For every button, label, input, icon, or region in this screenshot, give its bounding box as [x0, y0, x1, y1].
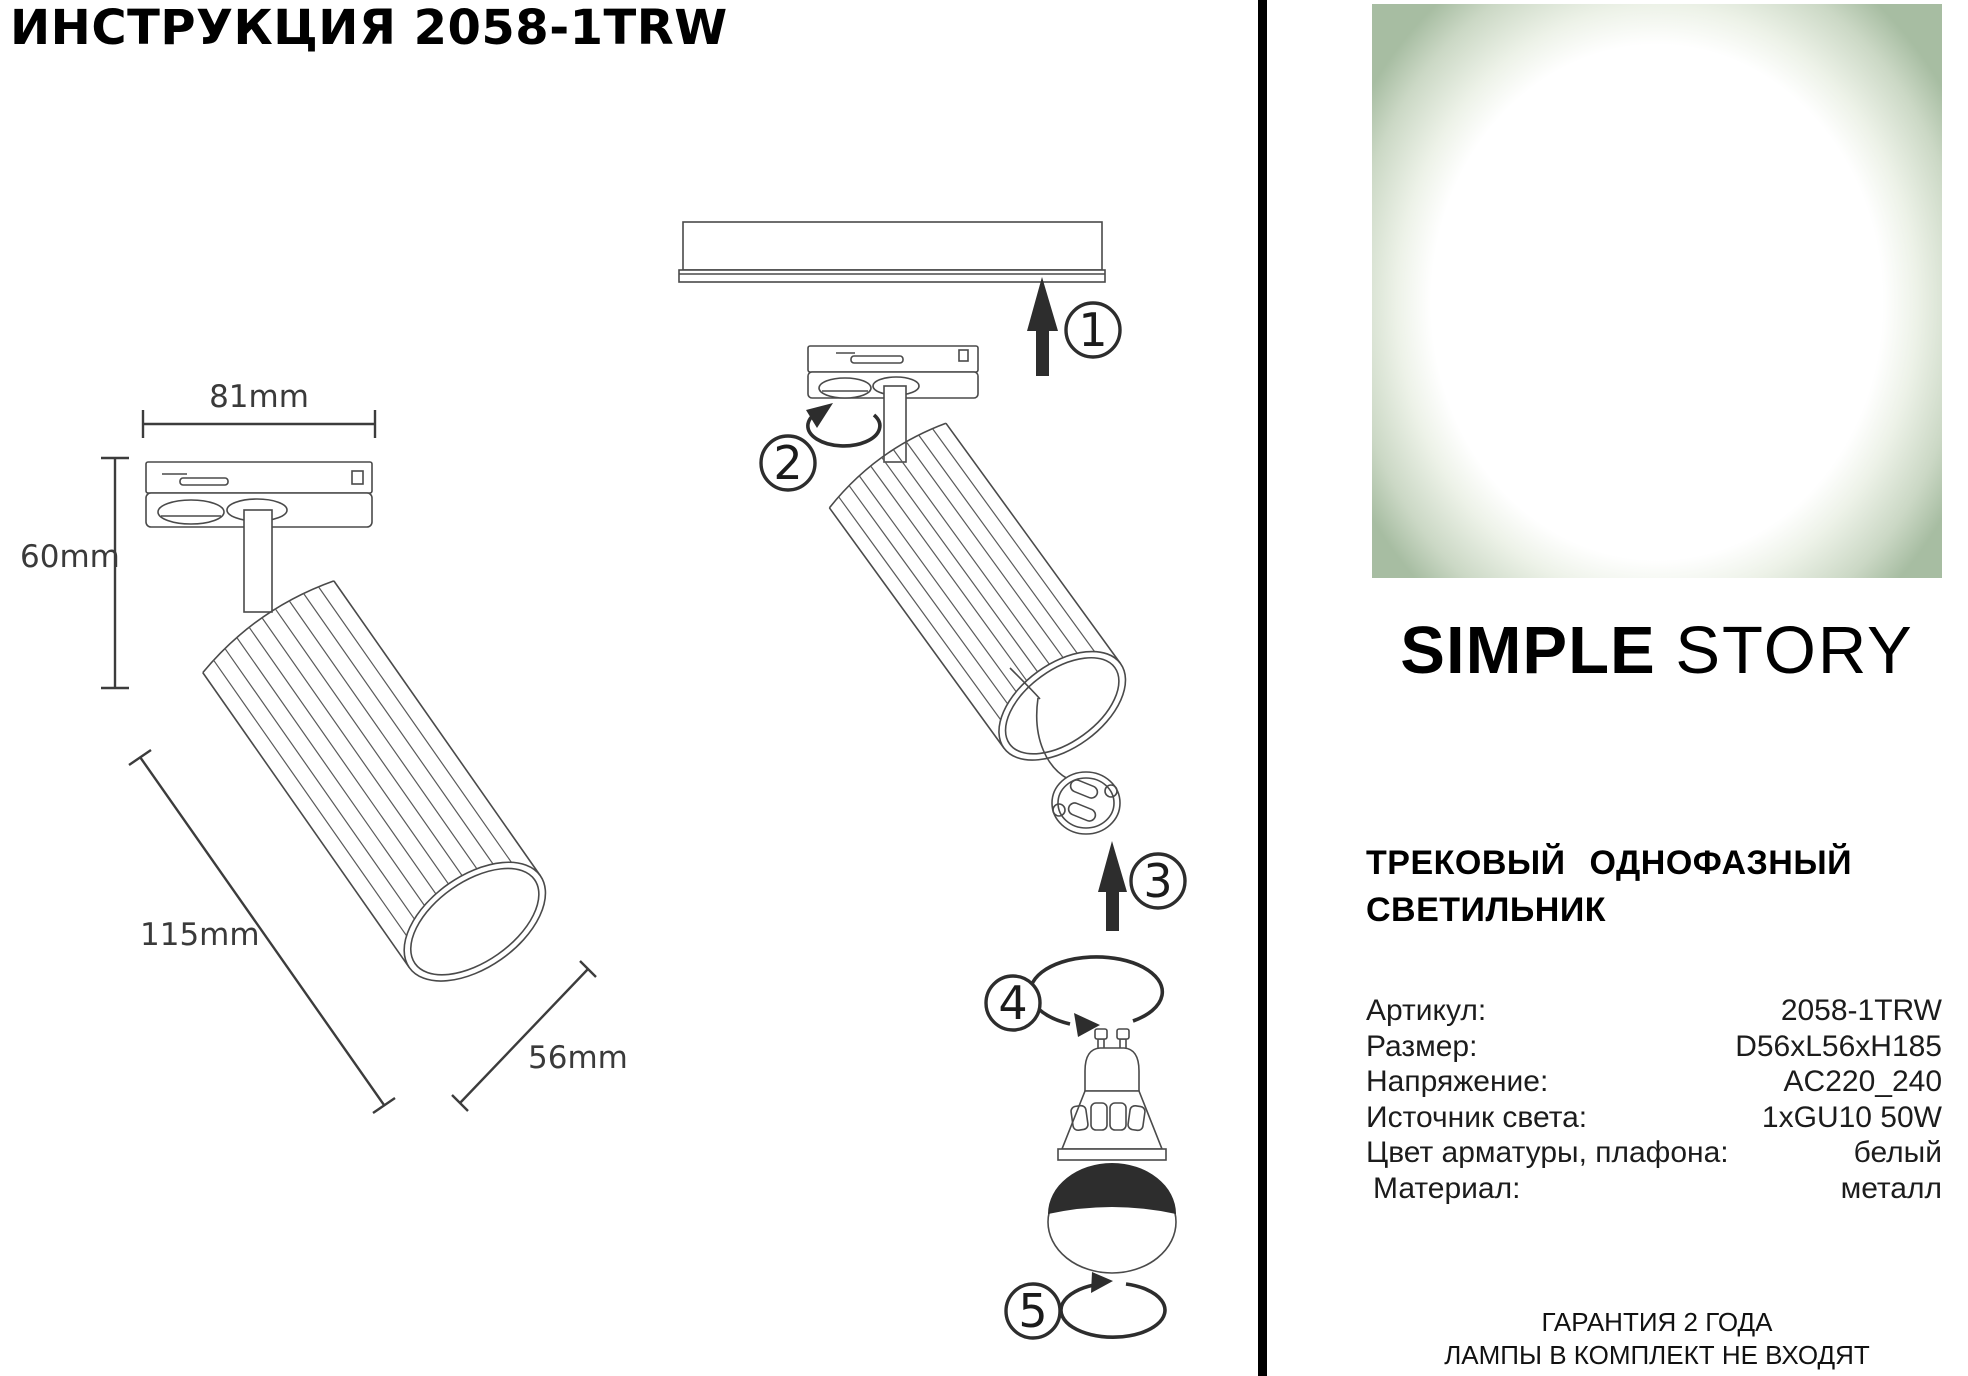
spec-value: металл — [1840, 1171, 1942, 1205]
vertical-divider — [1258, 0, 1267, 1376]
gu10-bulb-drawing — [1057, 1028, 1167, 1161]
step-number: 1 — [1078, 303, 1107, 357]
spotlight-body-drawing — [202, 580, 547, 982]
product-type-heading: ТРЕКОВЫЙ ОДНОФАЗНЫЙ СВЕТИЛЬНИК — [1366, 840, 1852, 934]
step1-up-arrow-icon — [1027, 277, 1058, 376]
step-5-badge: 5 — [1004, 1282, 1062, 1340]
dimension-label-56mm: 56mm — [528, 1040, 628, 1076]
technical-drawings: 81mm 60mm — [20, 221, 1187, 1340]
spec-value: AC220_240 — [1783, 1065, 1942, 1098]
spec-label: Материал: — [1373, 1171, 1521, 1205]
step2-rotate-arrow-icon — [806, 403, 882, 448]
brand-word-simple: SIMPLE — [1400, 613, 1656, 688]
spec-row-material: Материал: металл — [1366, 1171, 1942, 1207]
dimension-label-115mm: 115mm — [140, 917, 260, 953]
track-rail-drawing — [678, 221, 1106, 283]
step-number: 3 — [1143, 854, 1172, 908]
dimension-line-56mm — [451, 960, 597, 1112]
brand-logo: SIMPLE STORY — [1372, 612, 1942, 689]
step4-rotate-arrow-icon — [1028, 955, 1165, 1037]
spec-label: Цвет арматуры, плафона: — [1366, 1136, 1729, 1169]
dimension-line-81mm — [141, 410, 377, 438]
spec-value: белый — [1853, 1136, 1942, 1169]
spec-value: 2058-1TRW — [1780, 994, 1942, 1027]
dimension-figure: 81mm 60mm — [20, 379, 628, 1114]
spec-row-voltage: Напряжение: AC220_240 — [1366, 1064, 1942, 1100]
step-3-badge: 3 — [1129, 852, 1187, 910]
footer-notes: ГАРАНТИЯ 2 ГОДА ЛАМПЫ В КОМПЛЕКТ НЕ ВХОД… — [1372, 1306, 1942, 1372]
step-1-badge: 1 — [1064, 301, 1122, 359]
spec-row-size: Размер: D56xL56xH185 — [1366, 1029, 1942, 1065]
step-2-badge: 2 — [759, 434, 817, 492]
dimension-label-81mm: 81mm — [209, 379, 309, 415]
step-number: 5 — [1018, 1284, 1047, 1338]
lamp-socket-drawing — [1009, 667, 1121, 835]
warranty-note: ГАРАНТИЯ 2 ГОДА — [1541, 1307, 1773, 1337]
dimension-label-60mm: 60mm — [20, 539, 120, 575]
light-glow-image — [1372, 4, 1942, 578]
step-4-badge: 4 — [984, 974, 1042, 1032]
spec-label: Артикул: — [1366, 994, 1487, 1027]
spec-label: Размер: — [1366, 1029, 1478, 1063]
spec-table: Артикул: 2058-1TRW Размер: D56xL56xH185 … — [1366, 993, 1942, 1206]
trim-ring-drawing — [1047, 1163, 1177, 1274]
step-number: 2 — [773, 436, 802, 490]
page-title: ИНСТРУКЦИЯ 2058-1TRW — [10, 0, 728, 56]
product-type-line2: СВЕТИЛЬНИК — [1366, 891, 1607, 929]
spec-value: 1xGU10 50W — [1761, 1100, 1942, 1134]
spec-label: Напряжение: — [1366, 1065, 1549, 1098]
spec-row-color: Цвет арматуры, плафона: белый — [1366, 1135, 1942, 1171]
track-adapter-drawing — [145, 461, 373, 613]
dimension-line-115mm — [128, 749, 396, 1114]
adapter-on-track-drawing — [807, 345, 979, 463]
step3-up-arrow-icon — [1098, 841, 1127, 931]
product-type-line1: ТРЕКОВЫЙ ОДНОФАЗНЫЙ — [1366, 844, 1853, 882]
step-number: 4 — [998, 976, 1027, 1030]
spec-label: Источник света: — [1366, 1100, 1588, 1134]
lamps-note: ЛАМПЫ В КОМПЛЕКТ НЕ ВХОДЯТ — [1444, 1340, 1870, 1370]
brand-word-story: STORY — [1675, 613, 1914, 688]
assembly-figure: 1 2 — [678, 221, 1187, 1340]
spec-row-light-source: Источник света: 1xGU10 50W — [1366, 1100, 1942, 1136]
spec-value: D56xL56xH185 — [1735, 1029, 1942, 1063]
spec-row-article: Артикул: 2058-1TRW — [1366, 993, 1942, 1029]
step5-rotate-arrow-icon — [1059, 1272, 1167, 1339]
spotlight-body-assembly-drawing — [828, 422, 1127, 761]
dimension-line-60mm — [101, 456, 129, 690]
